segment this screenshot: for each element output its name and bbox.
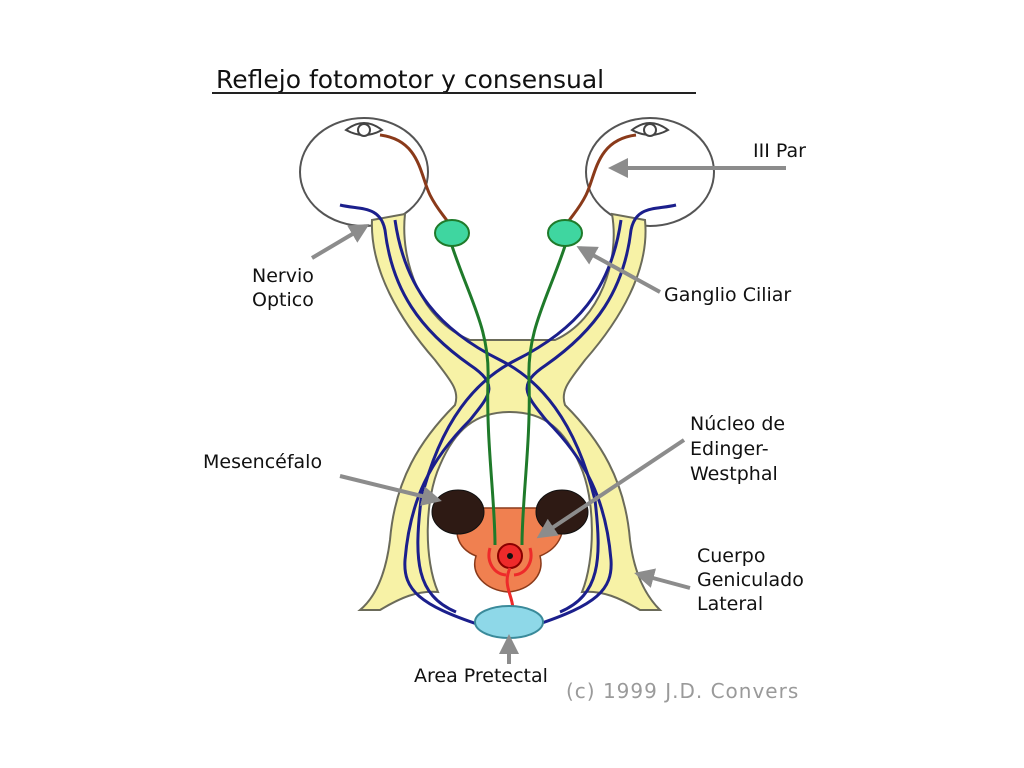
label-ganglio-ciliar: Ganglio Ciliar xyxy=(664,284,791,306)
copyright-notice: (c) 1999 J.D. Convers xyxy=(566,679,799,703)
right-ciliary-ganglion xyxy=(547,219,583,247)
diagram-title: Reflejo fotomotor y consensual xyxy=(216,65,604,94)
preganglionic-fibers xyxy=(450,245,567,546)
label-iii-par: III Par xyxy=(753,140,806,162)
label-edinger-line2: Edinger- xyxy=(690,438,769,460)
mesencephalon xyxy=(431,489,589,593)
label-mesencefalo: Mesencéfalo xyxy=(203,451,322,473)
label-arrows xyxy=(310,158,786,664)
label-geniculado-line1: Cuerpo xyxy=(697,545,766,567)
left-eye xyxy=(299,117,429,227)
right-eye xyxy=(585,117,715,227)
label-nervio-optico-line2: Optico xyxy=(252,289,314,311)
label-area-pretectal: Area Pretectal xyxy=(414,665,548,687)
label-nervio-optico-line1: Nervio xyxy=(252,265,314,287)
label-geniculado-line3: Lateral xyxy=(697,593,763,615)
label-geniculado-line2: Geniculado xyxy=(697,569,804,591)
label-edinger-line3: Westphal xyxy=(690,463,778,485)
label-edinger-line1: Núcleo de xyxy=(690,413,785,435)
left-ciliary-ganglion xyxy=(434,219,470,247)
pretectal-area xyxy=(474,605,544,639)
